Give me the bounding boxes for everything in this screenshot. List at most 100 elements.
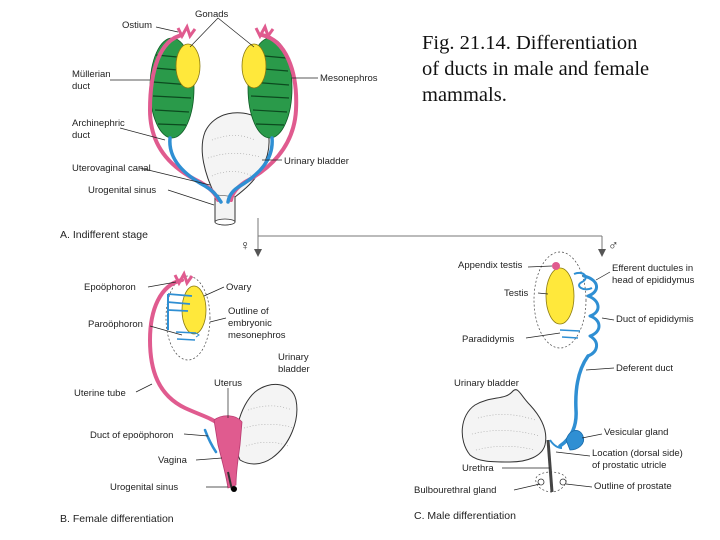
c-leader-efferent [595,271,611,281]
b-uterine-tube [148,278,222,427]
a-label-ostium: Ostium [122,20,152,31]
c-appendix-testis [552,262,560,270]
panel-a-indifferent: Gonads Ostium Müllerian duct Mesonephros… [60,9,378,241]
b-label-outline-3: mesonephros [228,330,286,341]
c-leader-testis [537,292,549,295]
a-left-archinephric-duct [168,136,223,204]
c-leader-bulbourethral [513,483,541,491]
c-label-paradidymis: Paradidymis [462,334,515,345]
b-label-vagina: Vagina [158,455,188,466]
a-right-gonad [241,43,267,89]
a-label-uterovaginal: Uterovaginal canal [72,163,151,174]
c-bulbourethral-left [537,478,545,486]
a-label-mullerian-1: Müllerian [72,69,111,80]
b-leader-ovary [203,286,225,297]
female-symbol: ♀ [240,237,251,253]
a-label-archinephric-1: Archinephric [72,118,125,129]
a-leader-archinephric [119,127,166,141]
male-symbol: ♂ [608,237,619,253]
c-leader-epididymis [601,317,615,321]
panel-b-female: Epoöphoron Ovary Paroöphoron Outline of … [60,270,310,525]
c-label-efferent-1: Efferent ductules in [612,263,693,274]
c-testis [545,267,575,325]
b-duct-epoophoron-remnant [203,428,218,454]
b-fimbriae [173,270,194,287]
b-paroophoron [175,331,197,341]
a-sinus-opening [214,218,236,226]
c-urinary-bladder [461,389,547,463]
b-label-outline-2: embryonic [228,318,272,329]
c-label-efferent-2: head of epididymus [612,275,695,286]
a-leader-uterovaginal [139,167,211,186]
c-bulbourethral-right [559,478,567,486]
b-epoophoron-tubules [166,293,193,312]
c-label-vesicular-gland: Vesicular gland [604,427,668,438]
a-right-ostium [254,23,275,40]
b-label-paroophoron: Paroöphoron [88,319,143,330]
c-urethra [546,439,554,493]
a-label-urinary-bladder: Urinary bladder [284,156,349,167]
a-leader-ostium [155,26,179,33]
c-paradidymis [559,329,581,339]
c-label-bulbourethral: Bulbourethral gland [414,485,496,496]
b-sinus-opening [231,486,237,492]
differentiation-arrows: ♀ ♂ [240,218,619,257]
a-label-gonads: Gonads [195,9,229,20]
c-label-urethra: Urethra [462,463,494,474]
a-label-mesonephros: Mesonephros [320,73,378,84]
c-duct-epididymis [582,274,601,358]
a-right-tubules [250,54,290,126]
b-label-duct-epoophoron: Duct of epoöphoron [90,430,173,441]
b-leader-duct-epoophoron [183,433,209,437]
b-label-uterine-tube: Uterine tube [74,388,126,399]
b-label-urinary-2: bladder [278,364,310,375]
b-uterus-vagina [213,415,243,489]
c-label-outline-prostate: Outline of prostate [594,481,672,492]
c-leader-vesicular [581,433,603,439]
b-leader-epoophoron [147,281,177,288]
a-label-mullerian-2: duct [72,81,90,92]
b-label-urinary-1: Urinary [278,352,309,363]
a-leader-sinus [167,189,215,206]
c-leader-location [555,451,591,457]
b-leader-paroophoron [149,325,183,336]
b-leader-outline [209,317,227,323]
c-prostate-outline [535,471,567,493]
c-efferent-ductules [573,272,593,291]
c-label-location-2: of prostatic utricle [592,460,666,471]
c-panel-title: C. Male differentiation [414,510,516,522]
b-bladder-texture [243,405,295,447]
b-leader-uterine-tube [135,383,153,393]
c-label-urinary-bladder: Urinary bladder [454,378,519,389]
a-left-ostium [176,23,197,40]
caption-line-2: of ducts in male and female [422,58,650,80]
c-label-testis: Testis [504,288,529,299]
b-label-urogenital-sinus: Urogenital sinus [110,482,178,493]
a-right-archinephric-duct [226,136,274,204]
c-label-deferent-duct: Deferent duct [616,363,673,374]
a-bladder-texture [207,135,261,177]
c-label-appendix-testis: Appendix testis [458,260,523,271]
c-bladder-texture [471,414,541,451]
c-leader-appendix [527,265,553,268]
b-label-outline-1: Outline of [228,306,269,317]
a-left-gonad [175,43,201,89]
a-label-urogenital-sinus: Urogenital sinus [88,185,156,196]
a-label-archinephric-2: duct [72,130,90,141]
caption-line-3: mammals. [422,84,507,106]
c-label-location-1: Location (dorsal side) [592,448,683,459]
caption-line-1: Fig. 21.14. Differentiation [422,32,638,54]
figure-caption: Fig. 21.14. Differentiation of ducts in … [422,30,712,108]
c-label-duct-epididymis: Duct of epididymis [616,314,694,325]
panel-c-male: Appendix testis Efferent ductules in hea… [414,251,695,522]
b-panel-title: B. Female differentiation [60,513,174,525]
b-urinary-bladder [235,384,298,465]
c-leader-prostate [565,483,593,488]
c-vesicular-gland [565,430,585,451]
b-leader-vagina [195,457,223,461]
b-label-epoophoron: Epoöphoron [84,282,136,293]
a-leader-gonads [189,17,255,48]
c-mesonephros-outline [533,251,587,349]
c-leader-deferent [585,367,615,371]
